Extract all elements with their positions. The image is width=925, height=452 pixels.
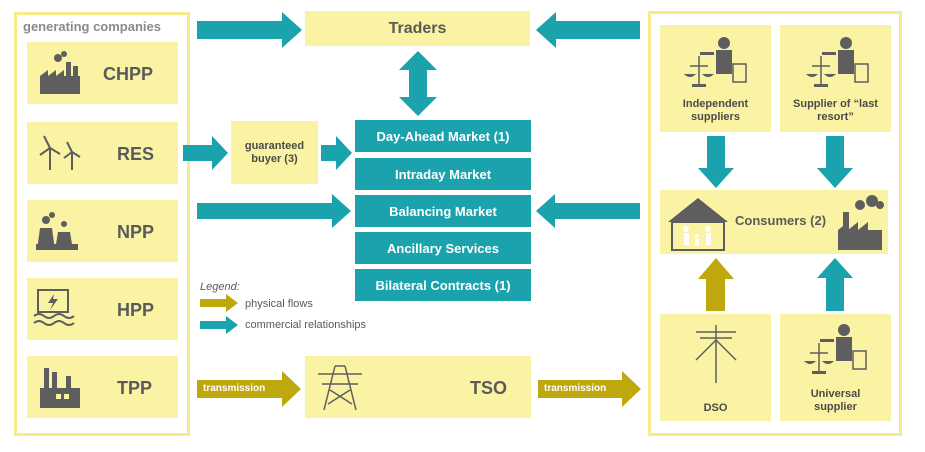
- intraday-market-box: Intraday Market: [355, 158, 531, 190]
- arrow-independent-to-consumers: [698, 136, 734, 188]
- arrow-universal-to-consumers: [817, 258, 853, 311]
- guaranteed-buyer-box: [231, 121, 318, 184]
- legend-commercial-arrow: [200, 316, 238, 334]
- legend-title: Legend:: [200, 281, 240, 293]
- arrow-traders-markets: [399, 51, 437, 116]
- chpp-label: CHPP: [103, 64, 154, 84]
- universal-supplier-box: [780, 314, 891, 421]
- day-ahead-market-box: Day-Ahead Market (1): [355, 120, 531, 152]
- wind-turbine-icon: [39, 135, 81, 170]
- arrow-lastresort-to-consumers: [817, 136, 853, 188]
- house-family-icon: [668, 198, 728, 251]
- arrow-tso-transmission: [538, 371, 641, 407]
- generating-companies-title: generating companies: [23, 19, 161, 34]
- independent-suppliers-label: Independent suppliers: [682, 98, 749, 123]
- thermal-plant-icon: [40, 368, 80, 408]
- universal-supplier-label: Universal supplier: [810, 388, 861, 413]
- guaranteed-buyer-label: guaranteed buyer (3): [244, 140, 305, 165]
- transmission-label-2: transmission: [544, 383, 607, 394]
- dso-label: DSO: [703, 402, 728, 414]
- factory-icon: [40, 51, 80, 94]
- consumers-label: Consumers (2): [735, 213, 827, 228]
- legend-physical-flows: physical flows: [245, 298, 313, 310]
- legend-physical-arrow: [200, 294, 238, 312]
- hpp-label: HPP: [117, 300, 155, 320]
- last-resort-supplier-box: [780, 25, 891, 132]
- supply-side-frame: [648, 11, 902, 436]
- supplier-scales-icon-2: [806, 37, 869, 87]
- arrow-generating-to-traders: [197, 12, 302, 48]
- supplier-scales-icon-3: [804, 324, 867, 374]
- transmission-tower-icon: [318, 365, 362, 411]
- consumer-factory-icon: [838, 195, 884, 250]
- power-pole-icon: [695, 325, 737, 383]
- arrow-generating-to-balancing: [197, 194, 351, 228]
- traders-box: [305, 11, 530, 46]
- transmission-label-1: transmission: [203, 383, 266, 394]
- npp-label: NPP: [117, 222, 155, 242]
- arrow-dso-to-consumers: [698, 258, 734, 311]
- supplier-scales-icon-1: [684, 37, 747, 87]
- arrow-suppliers-to-balancing: [536, 194, 640, 228]
- balancing-market-box: Balancing Market: [355, 195, 531, 227]
- arrow-buyer-to-dayahead: [321, 136, 352, 170]
- res-label: RES: [117, 144, 155, 164]
- last-resort-supplier-label: Supplier of “last resort”: [793, 98, 878, 123]
- ancillary-services-box: Ancillary Services: [355, 232, 531, 264]
- nuclear-plant-icon: [36, 212, 78, 250]
- legend-commercial-relationships: commercial relationships: [245, 319, 367, 331]
- generating-companies-frame: [14, 12, 190, 436]
- arrow-res-to-buyer: [183, 136, 228, 170]
- traders-label: Traders: [388, 20, 447, 37]
- hydro-plant-icon: [33, 289, 75, 326]
- arrow-suppliers-to-traders: [536, 12, 640, 48]
- independent-suppliers-box: [660, 25, 771, 132]
- arrow-tpp-transmission: [197, 371, 301, 407]
- res-box: [27, 122, 178, 184]
- hpp-box: [27, 278, 178, 340]
- tso-label: TSO: [470, 378, 508, 398]
- bilateral-contracts-box: Bilateral Contracts (1): [355, 269, 531, 301]
- tpp-label: TPP: [117, 378, 153, 398]
